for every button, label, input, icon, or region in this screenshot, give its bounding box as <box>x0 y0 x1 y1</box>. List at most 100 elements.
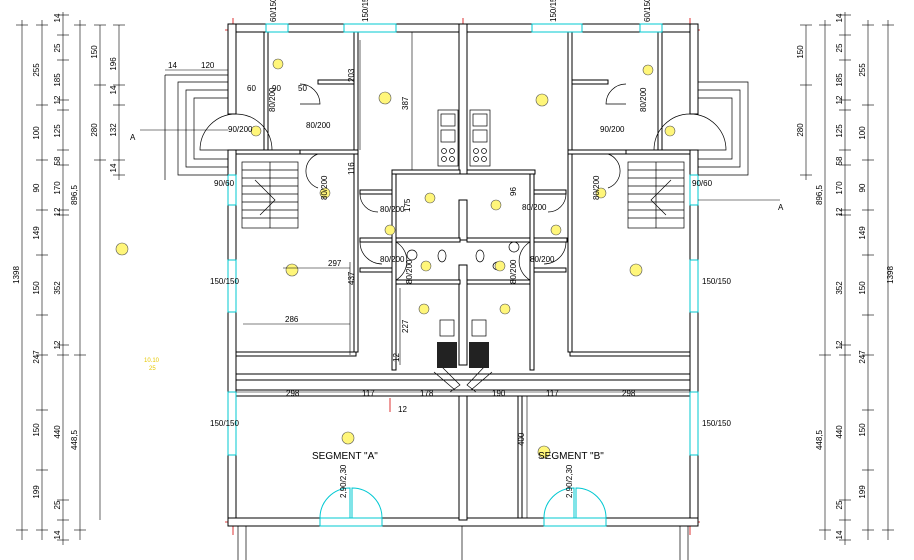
dim-14-porch: 14 <box>168 61 177 70</box>
dim-116: 116 <box>347 162 356 175</box>
windows <box>227 23 699 527</box>
left-chain-5: 247 <box>32 350 41 364</box>
door-store-left: 80/200 <box>320 175 329 200</box>
stair-window-left: 90/60 <box>214 179 235 188</box>
left-mid-6: 170 <box>53 181 62 195</box>
segment-b-label: SEGMENT "B" <box>538 451 604 462</box>
entry-porches <box>164 74 749 180</box>
right-chain-7: 199 <box>858 485 867 499</box>
right-chain-5: 247 <box>858 350 867 364</box>
right-chain-3: 149 <box>858 226 867 240</box>
left-chain-7: 199 <box>32 485 41 499</box>
top-window-label-1: 150/150 <box>361 0 370 22</box>
top-window-label-3: 60/150 <box>643 0 652 22</box>
side-window-right-lower: 150/150 <box>702 419 731 428</box>
right-chain-4: 150 <box>858 281 867 295</box>
left-sub-2: 14 <box>109 85 118 94</box>
dim-400: 400 <box>517 432 526 446</box>
side-window-left-upper: 150/150 <box>210 277 239 286</box>
top-window-label-2: 150/150 <box>549 0 558 22</box>
dim-60: 60 <box>247 84 256 93</box>
left-mid-5: 58 <box>53 156 62 165</box>
door-hall-right: 80/200 <box>530 255 555 264</box>
note-line-2: 25 <box>149 366 156 372</box>
light-fixtures <box>115 58 676 459</box>
right-mid-10: 440 <box>835 425 844 439</box>
right-mid-11: 25 <box>835 500 844 509</box>
door-wc-left: 80/200 <box>306 121 331 130</box>
side-window-right-upper: 150/150 <box>702 277 731 286</box>
left-chain-3: 149 <box>32 226 41 240</box>
dim-117-right: 117 <box>546 389 559 398</box>
left-chain-0: 255 <box>32 63 41 77</box>
left-chain-6: 150 <box>32 423 41 437</box>
right-chain-0: 255 <box>858 63 867 77</box>
right-sub-0: 150 <box>796 45 805 59</box>
left-sub-4: 132 <box>109 123 118 137</box>
dim-178: 178 <box>420 389 434 398</box>
dim-190: 190 <box>492 389 506 398</box>
right-mid-0: 14 <box>835 13 844 22</box>
left-mid-11: 25 <box>53 500 62 509</box>
right-mid-1: 25 <box>835 43 844 52</box>
right-mid-4: 125 <box>835 124 844 138</box>
left-sub-1: 196 <box>109 57 118 71</box>
door-small-left: 80/200 <box>380 205 405 214</box>
right-mid-8: 352 <box>835 281 844 295</box>
dim-298-left: 298 <box>286 389 300 398</box>
dim-96: 96 <box>509 187 518 196</box>
section-marks: A A <box>130 129 784 212</box>
left-mid-7: 12 <box>53 207 62 216</box>
room-dim-labels: 203 387 116 175 96 437 297 286 227 12 29… <box>168 61 636 446</box>
note-line-1: 10.10 <box>144 358 160 364</box>
left-chain-1: 100 <box>32 126 41 140</box>
door-hall-left: 80/200 <box>380 255 405 264</box>
right-sub-2: 896,5 <box>815 184 824 205</box>
segment-labels: SEGMENT "A" SEGMENT "B" <box>312 451 604 462</box>
right-chain-2: 90 <box>858 183 867 192</box>
right-dimension-chains: 150 280 896,5 448,5 14 25 185 12 125 58 … <box>796 12 895 545</box>
top-window-labels: 60/150 150/150 150/150 60/150 <box>269 0 652 22</box>
dim-90: 90 <box>272 84 281 93</box>
left-sub-6: 896,5 <box>70 184 79 205</box>
dim-203: 203 <box>347 68 356 82</box>
door-terrace-right: 2,90/2,30 <box>565 464 574 498</box>
right-mid-2: 185 <box>835 73 844 87</box>
stair-window-right: 90/60 <box>692 179 713 188</box>
right-sub-3: 448,5 <box>815 429 824 450</box>
section-mark-right: A <box>778 203 784 212</box>
dim-297: 297 <box>328 259 342 268</box>
left-mid-8: 352 <box>53 281 62 295</box>
left-chain-4: 150 <box>32 281 41 295</box>
right-mid-12: 14 <box>835 530 844 539</box>
dim-117-left: 117 <box>362 389 375 398</box>
left-mid-3: 12 <box>53 95 62 104</box>
kitchen-fixtures <box>406 109 520 368</box>
building-walls <box>227 23 699 527</box>
door-entry-left: 90/200 <box>228 125 253 134</box>
door-entry-right: 90/200 <box>600 125 625 134</box>
left-mid-12: 14 <box>53 530 62 539</box>
dim-286: 286 <box>285 315 299 324</box>
segment-a-label: SEGMENT "A" <box>312 451 378 462</box>
stairs-right <box>627 161 685 229</box>
left-mid-9: 12 <box>53 340 62 349</box>
right-chain-1: 100 <box>858 126 867 140</box>
right-mid-7: 12 <box>835 207 844 216</box>
internal-dim-lines <box>165 32 690 518</box>
door-labels: 90/200 90/200 80/200 90/60 90/60 80/200 … <box>214 87 713 498</box>
right-mid-6: 170 <box>835 181 844 195</box>
left-dimension-chains: 1398 255 100 90 149 150 247 150 199 14 2… <box>12 12 125 545</box>
left-mid-0: 14 <box>53 13 62 22</box>
right-mid-9: 12 <box>835 340 844 349</box>
dim-12-low: 12 <box>392 353 401 362</box>
door-bath-left: 80/200 <box>268 87 277 112</box>
top-window-label-0: 60/150 <box>269 0 278 22</box>
right-total-dim: 1398 <box>886 266 895 284</box>
right-chain-6: 150 <box>858 423 867 437</box>
right-mid-5: 58 <box>835 156 844 165</box>
dim-387: 387 <box>401 96 410 110</box>
door-terrace-left: 2,90/2,30 <box>339 464 348 498</box>
left-sub-7: 448,5 <box>70 429 79 450</box>
